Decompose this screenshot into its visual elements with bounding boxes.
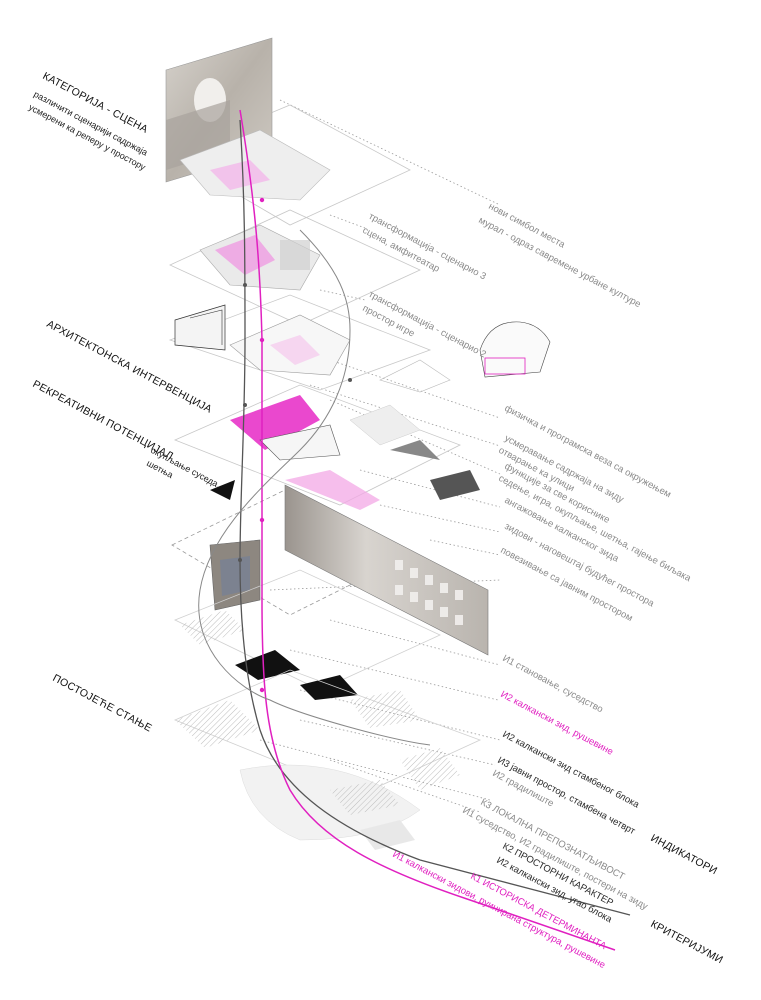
- node-dot: [259, 197, 265, 203]
- heading-criteria: КРИТЕРИЈУМИ: [649, 918, 725, 966]
- layer-recreation: [210, 470, 480, 510]
- node-dot: [259, 687, 265, 693]
- node-dot: [243, 403, 247, 407]
- label-mural-2: мурал - одраз савремене урбане културе: [477, 215, 643, 310]
- layer-city-photo: [171, 484, 489, 656]
- label-i2-firewall-ruins: И2 калкански зид, рушевине: [499, 689, 615, 758]
- node-dot: [348, 378, 352, 382]
- node-dot: [259, 337, 265, 343]
- layer-scenario-2: [168, 294, 551, 393]
- heading-indicators: ИНДИКАТОРИ: [649, 832, 720, 877]
- indicator-labels: И1 становање, суседство И2 калкански зид…: [391, 653, 650, 971]
- layer-existing: [173, 569, 482, 850]
- node-dot: [238, 558, 242, 562]
- black-triangle-marker: [210, 480, 235, 500]
- layer-mural: [165, 37, 411, 226]
- heading-category-sub-2: усмерени ка реперу у простору: [27, 102, 148, 172]
- right-headings: ИНДИКАТОРИ КРИТЕРИЈУМИ: [649, 832, 725, 966]
- node-dot: [243, 283, 247, 287]
- vertical-paths: [198, 109, 631, 951]
- layer-architecture: [173, 384, 461, 506]
- heading-existing: ПОСТОЈЕЋЕ СТАЊЕ: [51, 672, 154, 735]
- node-dot: [259, 517, 265, 523]
- leader-lines: [259, 99, 501, 813]
